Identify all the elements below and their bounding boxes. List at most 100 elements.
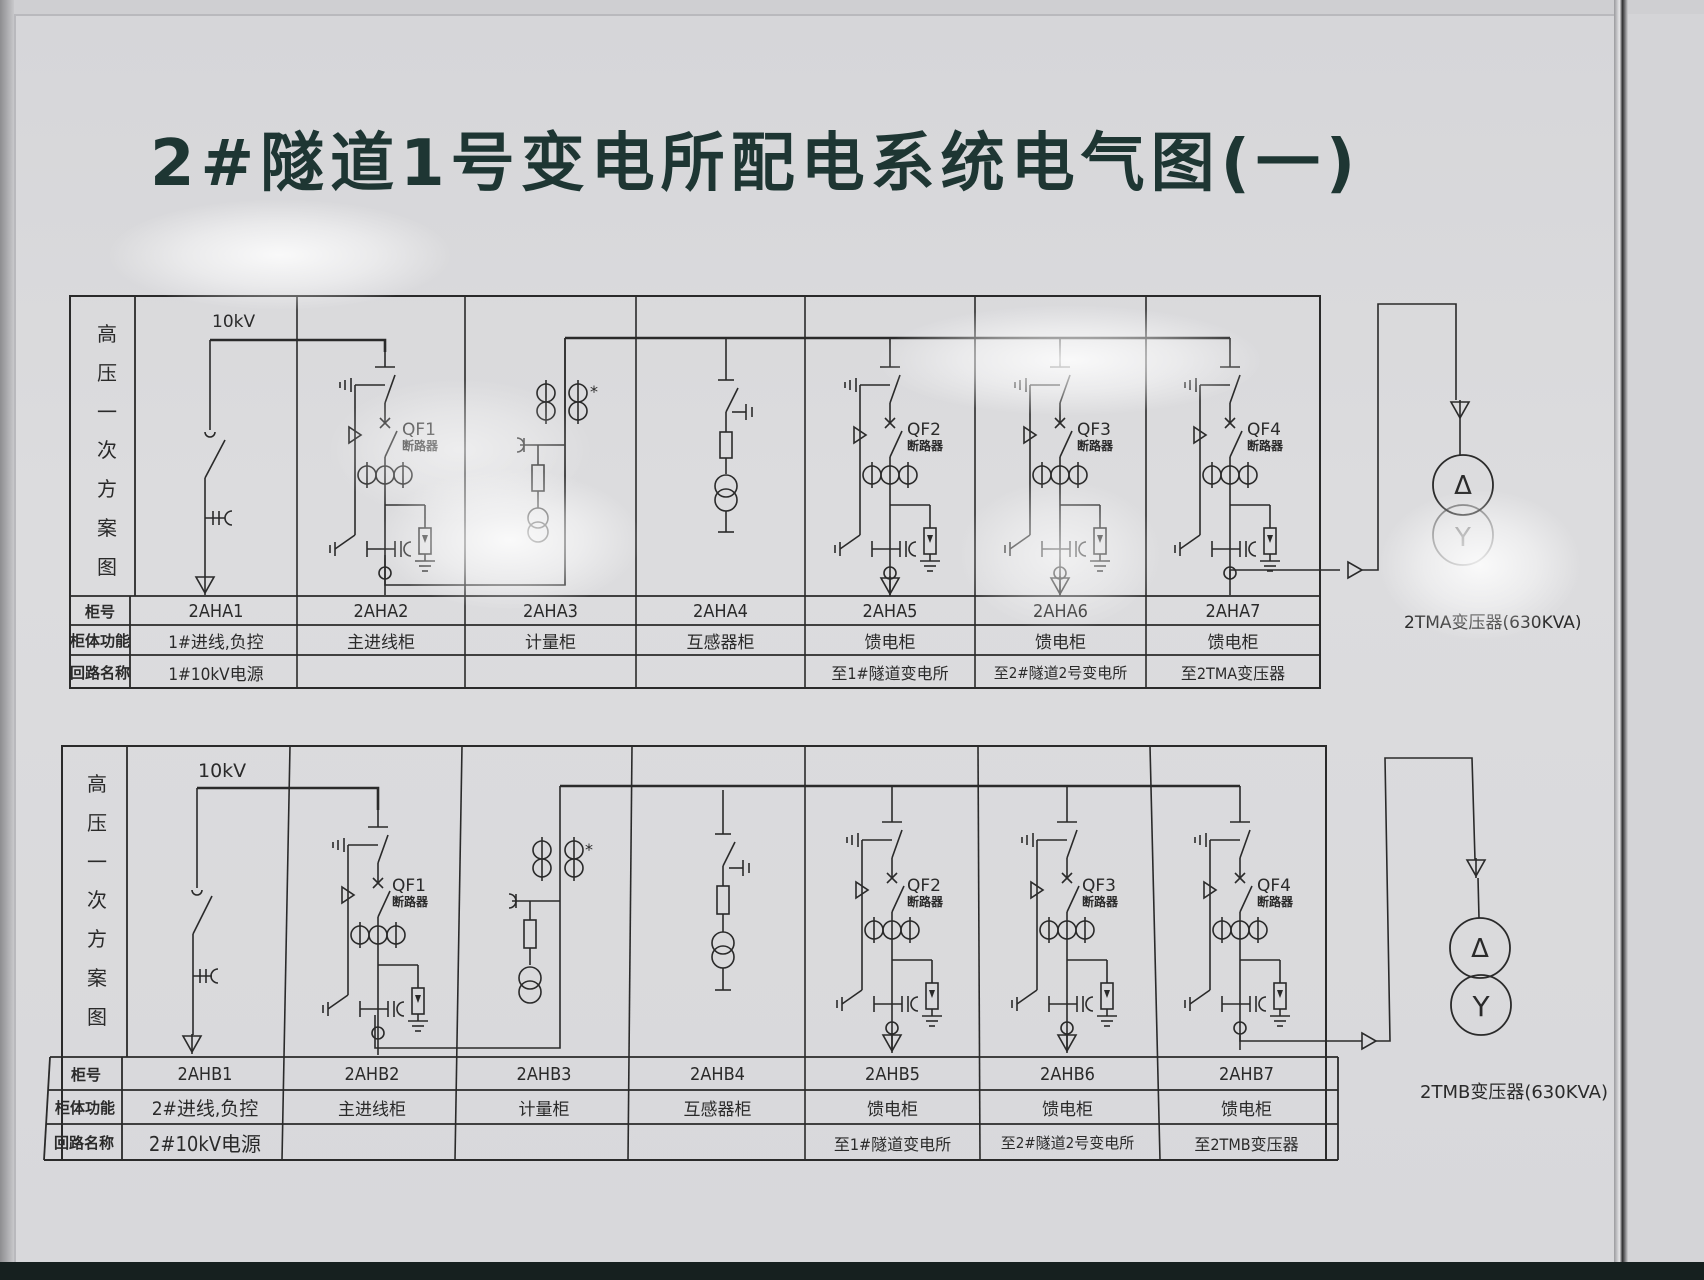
upper-cabinet-function: 1#进线,负控 xyxy=(168,633,264,653)
lower-cabinet-function: 馈电柜 xyxy=(867,1100,918,1120)
lower-cabinet-id: 2AHB6 xyxy=(1040,1063,1095,1085)
lower-side-label: 高 压 一 次 方 案 图 xyxy=(82,768,112,1030)
svg-text:*: * xyxy=(590,382,598,401)
upper-transformer-label: 2TMA变压器(630KVA) xyxy=(1404,613,1582,633)
upper-cabinet-id: 2AHA1 xyxy=(188,600,244,622)
page-title: 2#隧道1号变电所配电系统电气图(一) xyxy=(150,127,1362,201)
lower-cabinet-circuit: 至2TMB变压器 xyxy=(1194,1134,1299,1154)
lower-transformer-label: 2TMB变压器(630KVA) xyxy=(1420,1082,1609,1103)
lower-cabinet-id: 2AHB4 xyxy=(690,1063,745,1085)
lower-header-circuit: 回路名称 xyxy=(53,1134,114,1152)
lower-header-function: 柜体功能 xyxy=(54,1099,115,1117)
upper-bus-voltage: 10kV xyxy=(212,312,256,332)
side-label-char: 图 xyxy=(87,1004,107,1029)
side-label-char: 方 xyxy=(97,477,117,502)
breaker-type: 断路器 xyxy=(1082,895,1119,909)
side-label-char: 次 xyxy=(87,888,107,913)
lower-cabinet-function: 互感器柜 xyxy=(683,1100,752,1120)
lower-cabinet-function: 馈电柜 xyxy=(1221,1100,1272,1120)
breaker-name: QF3 xyxy=(1082,876,1116,896)
upper-cabinet-function: 互感器柜 xyxy=(686,633,755,653)
side-label-char: 压 xyxy=(87,810,107,835)
upper-cabinet-function: 馈电柜 xyxy=(1035,633,1086,653)
side-label-char: 一 xyxy=(87,849,107,874)
breaker-type: 断路器 xyxy=(392,895,429,909)
upper-cabinet-id: 2AHA3 xyxy=(523,600,578,622)
upper-cabinet-id: 2AHA7 xyxy=(1205,600,1261,622)
breaker-name: QF2 xyxy=(907,420,941,440)
side-label-char: 次 xyxy=(97,438,117,463)
breaker-type: 断路器 xyxy=(1077,439,1114,453)
svg-text:Y: Y xyxy=(1454,523,1471,553)
upper-header-cabinet-no: 柜号 xyxy=(84,602,115,621)
upper-cabinet-circuit xyxy=(636,656,805,688)
side-label-char: 案 xyxy=(87,966,107,991)
lower-cabinet-circuit: 至2#隧道2号变电所 xyxy=(1000,1134,1135,1152)
breaker-type: 断路器 xyxy=(907,895,944,909)
adjacent-board xyxy=(1628,14,1704,1264)
upper-cabinet-circuit: 至2TMA变压器 xyxy=(1180,664,1286,683)
upper-cabinet-id: 2AHA5 xyxy=(862,600,918,622)
lower-cabinet-function: 馈电柜 xyxy=(1042,1100,1093,1120)
upper-cabinet-circuit xyxy=(297,656,465,688)
breaker-name: QF1 xyxy=(392,876,426,896)
upper-side-label: 高 压 一 次 方 案 图 xyxy=(92,318,122,580)
svg-text:*: * xyxy=(585,840,593,859)
lower-cabinet-function: 计量柜 xyxy=(518,1100,570,1120)
lower-cabinet-circuit xyxy=(630,1125,805,1160)
lower-cabinet-function: 2#进线,负控 xyxy=(151,1098,259,1120)
lower-cabinet-circuit: 2#10kV电源 xyxy=(148,1132,262,1156)
board-frame-right xyxy=(1614,0,1628,1280)
upper-cabinet-function: 主进线柜 xyxy=(347,633,415,653)
svg-text:Δ: Δ xyxy=(1454,471,1472,501)
upper-cabinet-id: 2AHA6 xyxy=(1033,600,1088,622)
side-label-char: 压 xyxy=(97,360,117,385)
lower-cabinet-id: 2AHB1 xyxy=(177,1063,233,1085)
lower-cabinet-circuit xyxy=(286,1125,458,1160)
floor-band xyxy=(0,1262,1704,1280)
side-label-char: 方 xyxy=(87,927,107,952)
breaker-name: QF3 xyxy=(1077,420,1111,440)
lower-bus-voltage: 10kV xyxy=(198,760,247,782)
wall-edge-left xyxy=(0,0,14,1280)
upper-cabinet-id: 2AHA2 xyxy=(353,600,409,622)
upper-cabinet-id: 2AHA4 xyxy=(693,600,748,622)
side-label-char: 一 xyxy=(97,399,117,424)
svg-text:Δ: Δ xyxy=(1471,934,1489,964)
upper-cabinet-circuit xyxy=(465,656,636,688)
breaker-name: QF1 xyxy=(402,420,436,440)
lower-cabinet-id: 2AHB5 xyxy=(865,1063,920,1085)
svg-text:Y: Y xyxy=(1471,990,1490,1023)
upper-cabinet-function: 馈电柜 xyxy=(1207,633,1259,653)
lower-header-cabinet-no: 柜号 xyxy=(70,1065,101,1084)
lower-table-grid xyxy=(43,745,1339,1161)
upper-cabinet-circuit: 至2#隧道2号变电所 xyxy=(993,663,1128,682)
lower-cabinet-circuit: 至1#隧道变电所 xyxy=(833,1134,952,1154)
breaker-name: QF2 xyxy=(907,876,941,896)
side-label-char: 案 xyxy=(97,516,117,541)
breaker-type: 断路器 xyxy=(907,439,944,453)
breaker-name: QF4 xyxy=(1257,876,1291,896)
lower-cabinet-id: 2AHB2 xyxy=(344,1063,400,1085)
breaker-type: 断路器 xyxy=(402,439,439,453)
breaker-name: QF4 xyxy=(1247,420,1281,440)
lower-cabinet-id: 2AHB7 xyxy=(1219,1063,1274,1085)
side-label-char: 高 xyxy=(87,772,107,796)
upper-cabinet-circuit: 1#10kV电源 xyxy=(168,664,264,685)
breaker-type: 断路器 xyxy=(1257,895,1294,909)
upper-cabinet-function: 馈电柜 xyxy=(864,633,916,653)
lower-cabinet-id: 2AHB3 xyxy=(516,1063,572,1085)
upper-cabinet-circuit: 至1#隧道变电所 xyxy=(831,664,949,683)
upper-header-circuit: 回路名称 xyxy=(70,663,131,682)
lower-cabinet-function: 主进线柜 xyxy=(338,1100,406,1120)
side-label-char: 高 xyxy=(97,322,117,346)
upper-cabinet-function: 计量柜 xyxy=(525,633,576,653)
